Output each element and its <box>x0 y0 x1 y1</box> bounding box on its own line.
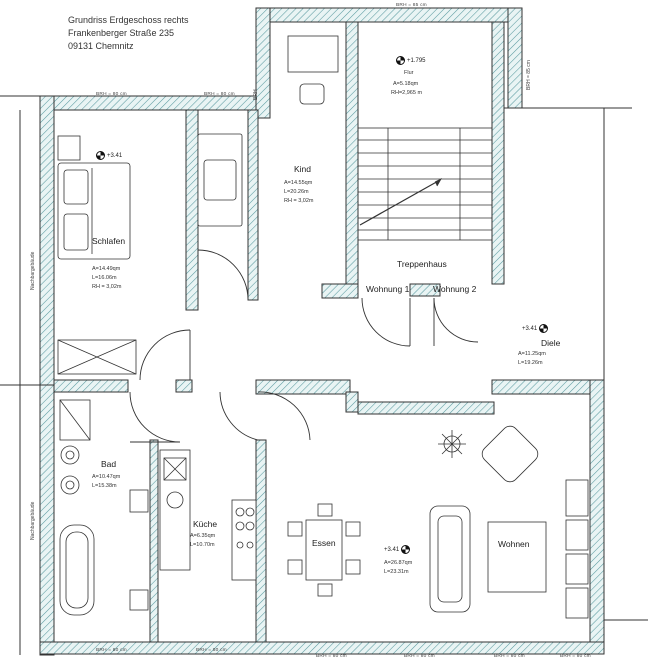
nightstand <box>57 135 81 161</box>
kitchen-sink <box>166 491 184 509</box>
window-label-bottom-6: BRH = 80 cm <box>560 654 591 659</box>
wall-right <box>589 379 605 646</box>
wall-landing-l <box>321 283 359 299</box>
schlafen-area: A=14.49qm <box>92 266 121 272</box>
wall-upper-outer <box>39 95 257 111</box>
window-label-bottom-2: BRH = 80 cm <box>196 648 227 653</box>
chair <box>299 83 325 105</box>
flur-height: RH=2,965 m <box>391 90 423 96</box>
wall-stair-bottom-l <box>345 391 359 413</box>
level-marker-icon <box>538 324 548 333</box>
wall-stair-bottom <box>357 401 495 415</box>
flur-level: +1.795 <box>396 56 426 65</box>
wohnen-level: +3.41 <box>384 545 412 554</box>
bad-perimeter: L=15.38m <box>92 483 117 489</box>
walls <box>39 7 605 656</box>
kind-name: Kind <box>294 164 312 174</box>
schlafen-name: Schlafen <box>92 236 126 246</box>
furniture <box>57 35 589 619</box>
wall-left-lower <box>39 384 55 656</box>
armchair <box>481 425 539 483</box>
wall-bad-kueche <box>149 439 159 646</box>
window-label-bottom-3: BRH = 80 cm <box>316 654 347 659</box>
wall-bad-top <box>53 379 129 393</box>
wall-kueche-wohnen <box>255 439 267 646</box>
wall-top-bay <box>255 7 523 23</box>
schlafen-level: +3.41 <box>96 151 122 160</box>
flur-area: A=5.18qm <box>393 81 419 87</box>
wohnen-name: Wohnen <box>498 539 530 549</box>
wall-left-upper <box>39 95 55 386</box>
wall-kind-hall <box>247 109 259 301</box>
wall-bad-top2 <box>175 379 193 393</box>
window-label-small: BRH <box>253 89 259 100</box>
window-label-bottom-1: BRH = 80 cm <box>96 648 127 653</box>
diele-perimeter: L=19.26m <box>518 360 543 366</box>
kueche-area: A=6.35qm <box>190 533 216 539</box>
level-marker-icon <box>400 545 410 554</box>
wall-stair-right <box>491 21 505 285</box>
neighbor-label-lower: Nachbargebäude <box>30 501 36 540</box>
washer <box>129 489 149 513</box>
dining-table <box>305 519 343 581</box>
schlafen-perimeter: L=16.06m <box>92 275 117 281</box>
schlafen-height: RH = 3,02m <box>92 284 122 290</box>
staircase <box>357 127 493 241</box>
treppenhaus-name: Treppenhaus <box>397 259 447 269</box>
desk <box>287 35 339 73</box>
header-line-1: Grundriss Erdgeschoss rechts <box>68 15 189 25</box>
diele-area: A=11.25qm <box>518 351 546 357</box>
coffee-table <box>487 521 547 593</box>
window-label-bottom-5: BRH = 80 cm <box>494 654 525 659</box>
wall-landing-r <box>409 283 441 297</box>
wall-bay-left <box>255 7 271 119</box>
doors <box>129 249 479 443</box>
toilet <box>129 589 149 611</box>
bad-area: A=10.47qm <box>92 474 121 480</box>
level-marker-icon <box>96 151 105 160</box>
diele-level: +3.41 <box>522 324 550 333</box>
wall-wohnen-top <box>255 379 351 395</box>
bad-name: Bad <box>101 459 117 469</box>
window-label-left-2: BRH = 80 cm <box>204 92 235 97</box>
door-wohnung-1: Wohnung 1 <box>366 284 410 294</box>
window-label-left-1: BRH = 80 cm <box>96 92 127 97</box>
level-marker-icon <box>396 56 405 65</box>
kind-perimeter: L=20.26m <box>284 189 309 195</box>
wall-bay-right <box>507 7 523 109</box>
header-line-2: Frankenberger Straße 235 <box>68 28 175 38</box>
wall-schlafen-kind <box>185 109 199 311</box>
header-line-3: 09131 Chemnitz <box>68 41 134 51</box>
kind-height: RH = 3,02m <box>284 198 314 204</box>
window-label-right: BRH = 85 cm <box>526 60 532 90</box>
wohnen-area: A=26.87qm <box>384 560 413 566</box>
kind-area: A=14.55qm <box>284 180 313 186</box>
flur-name: Flur <box>404 70 414 76</box>
neighbor-label-upper: Nachbargebäude <box>30 251 36 290</box>
essen-name: Essen <box>312 538 336 548</box>
window-label-top: BRH = 85 cm <box>396 3 427 8</box>
wall-wohnen-top-r <box>491 379 601 395</box>
kueche-perimeter: L=10.70m <box>190 542 215 548</box>
kueche-name: Küche <box>193 519 218 529</box>
diele-name: Diele <box>541 338 561 348</box>
wall-stair-left <box>345 21 359 285</box>
wohnen-perimeter: L=23.31m <box>384 569 409 575</box>
window-label-bottom-4: BRH = 80 cm <box>404 654 435 659</box>
door-wohnung-2: Wohnung 2 <box>433 284 477 294</box>
